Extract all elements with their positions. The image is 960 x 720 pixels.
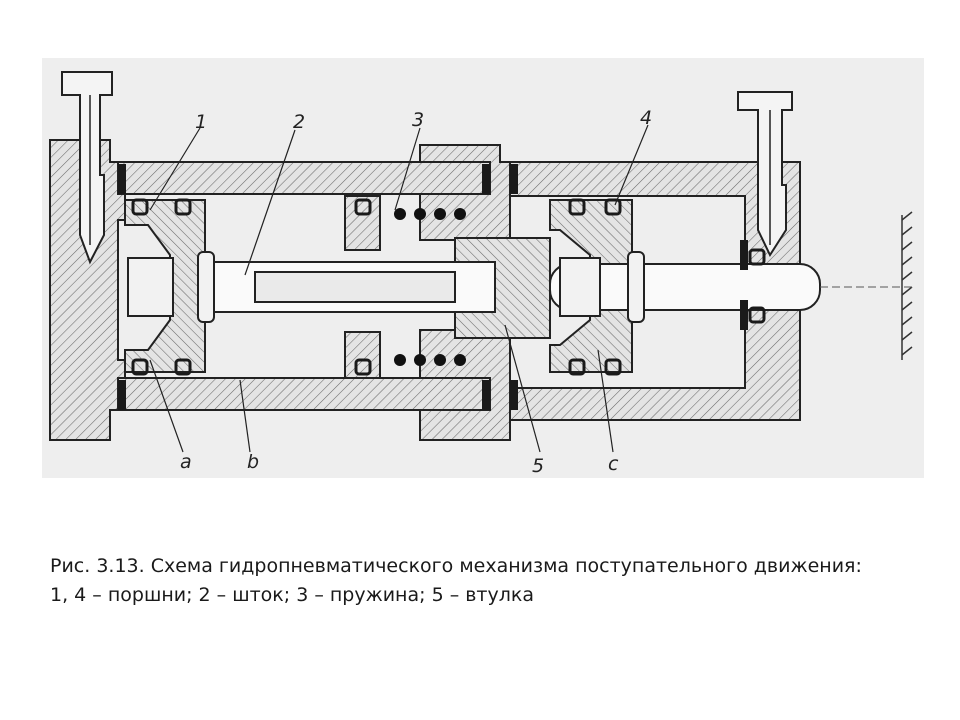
right-fitting xyxy=(737,91,793,258)
left-washer xyxy=(197,251,215,323)
label-3: 3 xyxy=(412,109,424,131)
label-2: 2 xyxy=(293,111,305,133)
label-4: 4 xyxy=(640,107,652,129)
left-nut xyxy=(127,257,174,317)
left-fitting xyxy=(61,71,113,265)
label-5: 5 xyxy=(532,455,544,477)
label-a: a xyxy=(180,451,192,473)
figure-caption: Рис. 3.13. Схема гидропневматического ме… xyxy=(50,552,930,610)
left-barrel-top xyxy=(117,161,491,195)
mechanism-diagram: 1 2 3 4 a b 5 c xyxy=(42,58,924,478)
left-end-cap xyxy=(49,139,126,441)
label-b: b xyxy=(247,451,259,473)
label-1: 1 xyxy=(195,111,207,133)
leader-lines xyxy=(149,124,649,453)
rod-core xyxy=(254,271,456,303)
o-rings xyxy=(131,198,766,376)
left-barrel-bottom xyxy=(117,377,491,411)
spring-housing xyxy=(344,195,381,379)
spring-3 xyxy=(394,208,466,366)
seals xyxy=(118,164,748,410)
right-washer xyxy=(627,251,645,323)
caption-line-1: Рис. 3.13. Схема гидропневматического ме… xyxy=(50,555,862,577)
caption-line-2: 1, 4 – поршни; 2 – шток; 3 – пружина; 5 … xyxy=(50,584,535,606)
label-c: c xyxy=(608,453,619,475)
right-nut xyxy=(559,257,601,317)
stop-wall xyxy=(901,211,913,360)
